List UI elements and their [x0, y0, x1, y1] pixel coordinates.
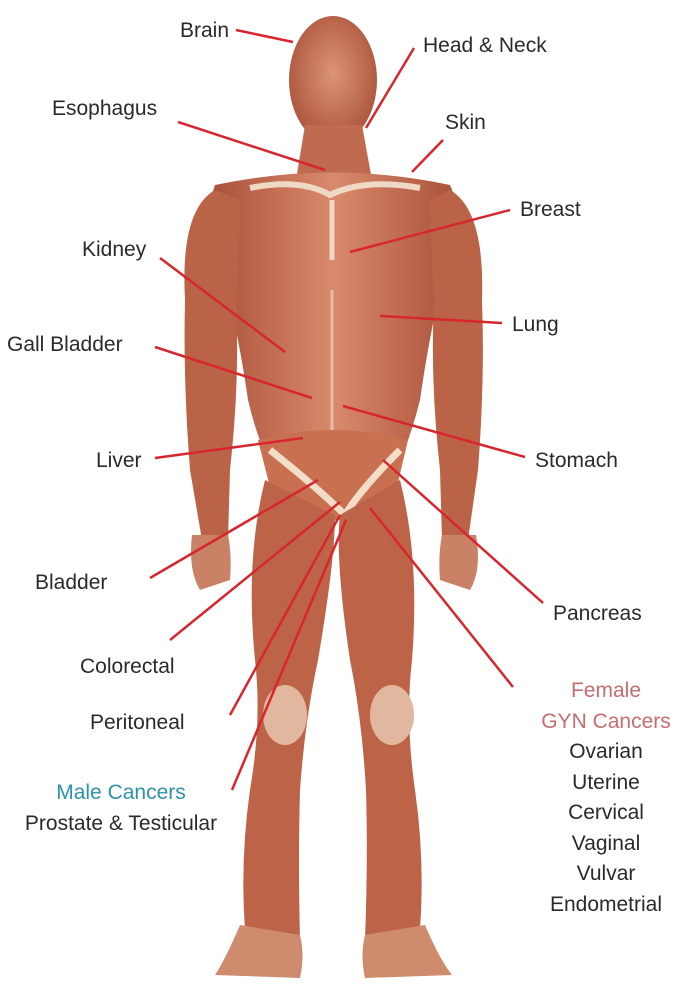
label-head-neck: Head & Neck	[423, 35, 547, 56]
label-peritoneal: Peritoneal	[90, 712, 185, 733]
label-lung: Lung	[512, 314, 559, 335]
neck	[296, 125, 372, 180]
label-stomach: Stomach	[535, 450, 618, 471]
male-cancers-group: Male Cancers Prostate & Testicular	[25, 778, 217, 839]
female-cancers-heading-2: GYN Cancers	[541, 707, 671, 738]
female-cancer-item: Vaginal	[541, 829, 671, 860]
arm-left	[430, 190, 483, 540]
label-skin: Skin	[445, 112, 486, 133]
leader-skin	[412, 140, 443, 172]
label-liver: Liver	[96, 450, 142, 471]
knee-right	[263, 685, 307, 745]
male-cancers-heading: Male Cancers	[25, 778, 217, 809]
label-esophagus: Esophagus	[52, 98, 157, 119]
muscular-body	[184, 16, 483, 978]
female-cancer-item: Ovarian	[541, 737, 671, 768]
female-cancer-item: Endometrial	[541, 890, 671, 921]
female-cancer-item: Uterine	[541, 768, 671, 799]
label-pancreas: Pancreas	[553, 603, 642, 624]
male-cancer-item: Prostate & Testicular	[25, 809, 217, 840]
female-cancer-item: Vulvar	[541, 859, 671, 890]
label-brain: Brain	[180, 20, 229, 41]
label-colorectal: Colorectal	[80, 656, 175, 677]
head	[289, 16, 377, 144]
female-cancers-heading-1: Female	[541, 676, 671, 707]
label-bladder: Bladder	[35, 572, 107, 593]
female-cancers-group: Female GYN Cancers Ovarian Uterine Cervi…	[541, 676, 671, 920]
leader-brain	[236, 30, 293, 42]
label-kidney: Kidney	[82, 239, 146, 260]
female-cancer-item: Cervical	[541, 798, 671, 829]
label-gall-bladder: Gall Bladder	[7, 334, 123, 355]
knee-left	[370, 685, 414, 745]
label-breast: Breast	[520, 199, 581, 220]
hand-left	[439, 535, 478, 590]
